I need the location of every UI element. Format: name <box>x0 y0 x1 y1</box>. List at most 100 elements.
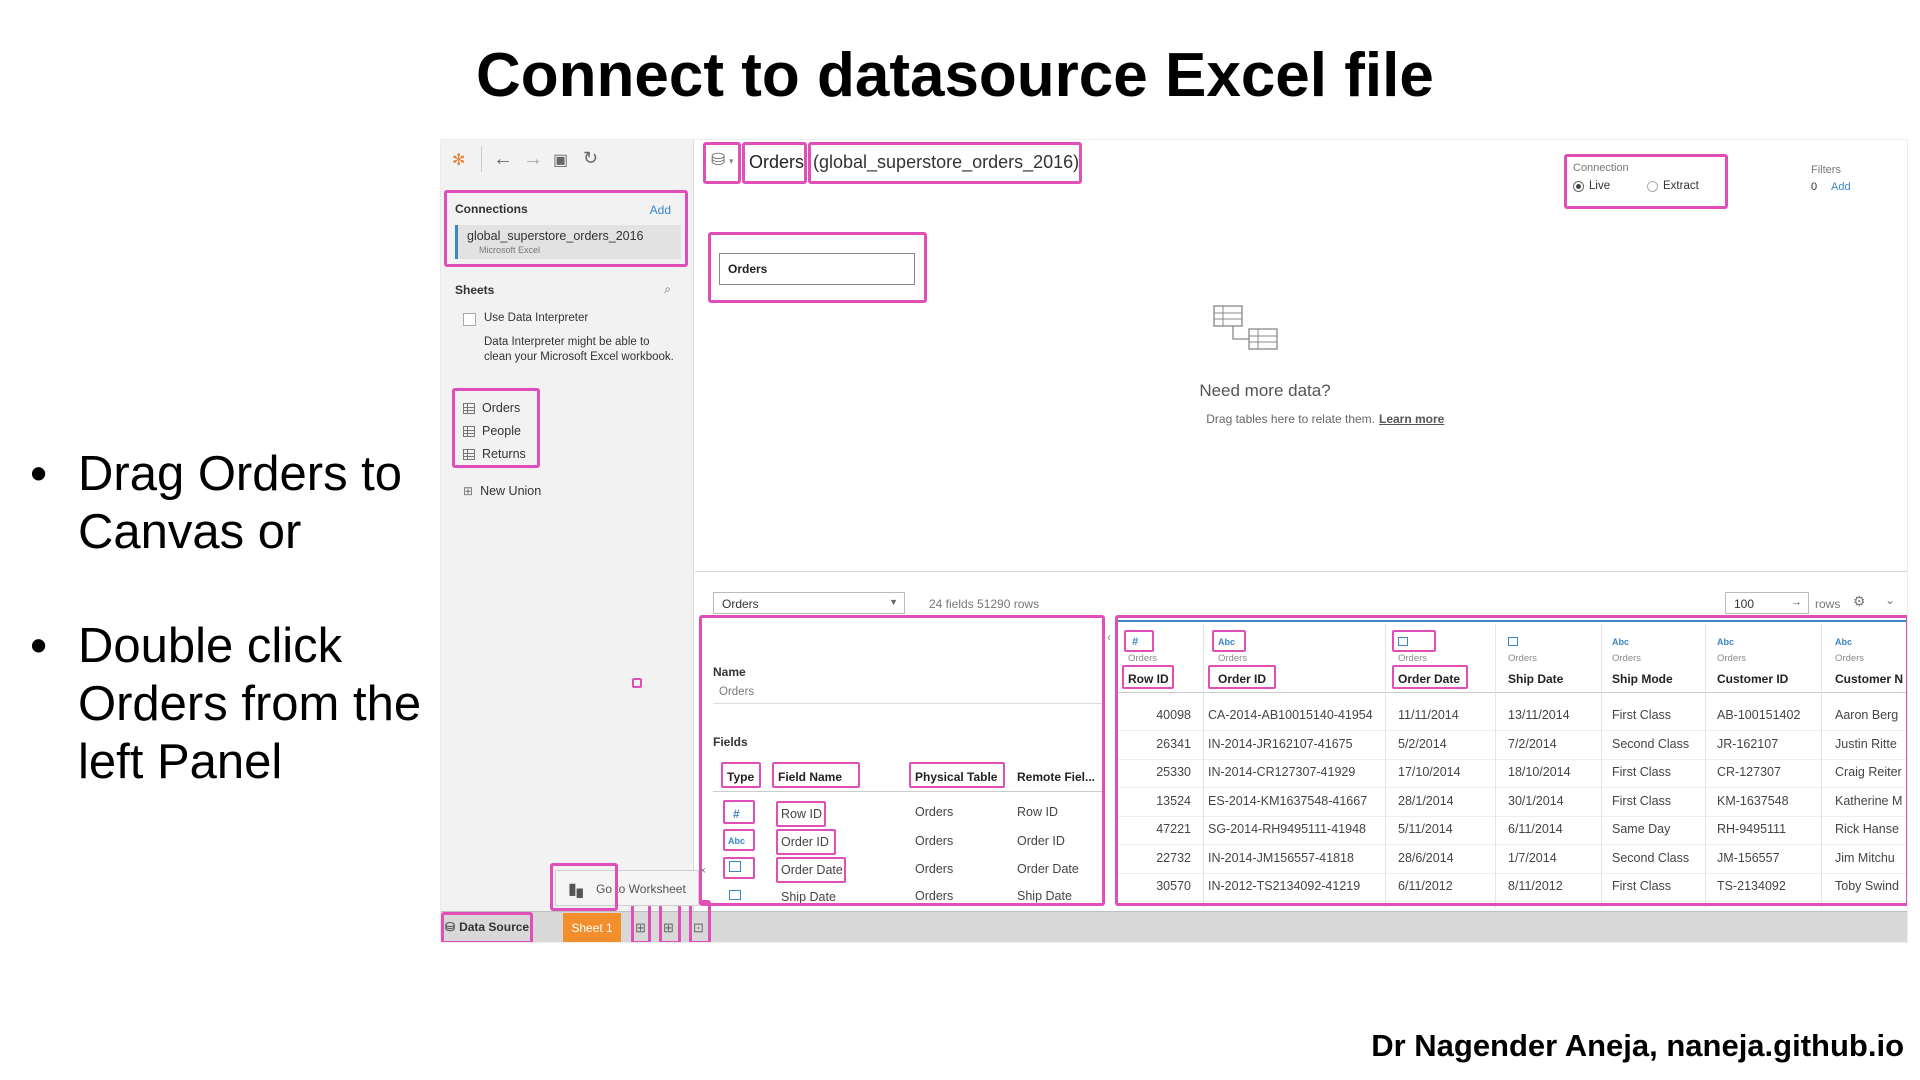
grid-cell: Craig Reiter <box>1835 765 1902 779</box>
string-type-icon[interactable]: Abc <box>1835 637 1853 647</box>
grid-top-border <box>1115 620 1907 622</box>
gear-icon[interactable]: ⚙ <box>1853 593 1866 609</box>
sheet-item-people[interactable]: People <box>463 424 521 438</box>
bottom-tab-bar: ⛁ Data Source Sheet 1 ⊞ ⊞ ⊡ <box>441 898 1907 942</box>
remote-field-cell: Ship Date <box>1017 889 1072 903</box>
string-type-icon[interactable]: Abc <box>1218 637 1236 647</box>
connection-name: global_superstore_orders_2016 <box>467 229 644 243</box>
grid-cell: Justin Ritte <box>1835 736 1897 751</box>
string-type-icon[interactable]: Abc <box>1717 637 1735 647</box>
col-physical-table[interactable]: Physical Table <box>915 770 998 784</box>
number-type-icon[interactable]: # <box>733 807 740 821</box>
grid-cell: 22732 <box>1156 850 1191 865</box>
grid-cell: IN-2012-TS2134092-41219 <box>1208 879 1361 893</box>
relate-tables-icon <box>1213 305 1283 363</box>
grid-cell: 1/7/2014 <box>1508 850 1557 865</box>
interpreter-label: Use Data Interpreter <box>484 312 589 324</box>
calendar-icon[interactable] <box>1398 637 1408 646</box>
live-radio[interactable]: Live <box>1573 180 1610 192</box>
table-select[interactable]: Orders ▼ <box>713 592 905 614</box>
grid-cell: Jim Mitchu <box>1835 850 1895 865</box>
field-name-cell[interactable]: Ship Date <box>781 890 836 904</box>
grid-cell: 11/11/2014 <box>1398 708 1459 722</box>
column-header[interactable]: Order Date <box>1398 672 1461 686</box>
database-icon[interactable]: ⛁ <box>711 150 726 169</box>
column-header[interactable]: Ship Mode <box>1612 672 1673 686</box>
rows-input[interactable]: 100 → <box>1725 592 1809 614</box>
col-field-name[interactable]: Field Name <box>778 770 843 784</box>
new-story-icon[interactable]: ⊡ <box>693 920 704 935</box>
col-type: Type <box>727 770 755 784</box>
calendar-icon[interactable] <box>729 890 741 900</box>
grid-cell: 5/11/2014 <box>1398 822 1453 836</box>
name-label: Name <box>713 665 746 679</box>
new-union-item[interactable]: ⊞ New Union <box>463 484 541 498</box>
forward-arrow-icon[interactable]: → <box>523 148 543 170</box>
sheet1-tab[interactable]: Sheet 1 <box>563 913 621 942</box>
search-icon[interactable]: ⌕ <box>664 282 671 296</box>
canvas-table-orders[interactable]: Orders <box>719 253 915 285</box>
column-divider <box>1495 624 1496 908</box>
highlight-box <box>1124 630 1154 652</box>
bullet-item: Drag Orders to Canvas or <box>30 445 430 561</box>
col-remote-field[interactable]: Remote Fiel... <box>1017 770 1096 784</box>
grid-cell: AB-100151402 <box>1717 708 1801 722</box>
go-to-worksheet-tooltip[interactable]: ▮▖ Go to Worksheet × <box>555 865 706 906</box>
sheet-label: People <box>482 424 521 438</box>
chevron-down-icon[interactable]: ▾ <box>729 156 734 166</box>
sheet-item-orders[interactable]: Orders <box>463 401 520 415</box>
grid-cell: Aaron Berg <box>1835 708 1899 722</box>
column-header[interactable]: Customer ID <box>1717 672 1789 686</box>
string-type-icon[interactable]: Abc <box>1612 637 1630 647</box>
close-icon[interactable]: × <box>699 865 706 877</box>
save-icon[interactable]: ▣ <box>553 152 569 169</box>
column-header[interactable]: Ship Date <box>1508 672 1564 686</box>
calendar-icon[interactable] <box>1508 637 1518 646</box>
field-name-cell[interactable]: Order Date <box>781 863 843 877</box>
new-worksheet-icon[interactable]: ⊞ <box>635 920 646 935</box>
refresh-icon[interactable]: ↻ <box>583 148 599 168</box>
field-name-cell[interactable]: Row ID <box>781 807 822 821</box>
filters-add-link[interactable]: Add <box>1831 181 1851 193</box>
chevron-down-icon[interactable]: ⌄ <box>1885 593 1896 607</box>
interpreter-checkbox[interactable] <box>463 313 476 326</box>
connection-type: Microsoft Excel <box>479 245 541 255</box>
new-union-label: New Union <box>480 484 542 498</box>
grid-cell: Second Class <box>1612 850 1690 865</box>
data-source-tab[interactable]: ⛁ Data Source <box>445 920 529 934</box>
column-header[interactable]: Row ID <box>1128 672 1169 686</box>
fields-info: 24 fields 51290 rows <box>929 597 1040 611</box>
grid-cell: 18/10/2014 <box>1508 765 1571 779</box>
grid-cell: Same Day <box>1612 822 1671 836</box>
table-icon <box>463 425 475 437</box>
row-divider <box>1115 730 1907 731</box>
add-connection-link[interactable]: Add <box>649 203 671 217</box>
back-arrow-icon[interactable]: ← <box>493 148 513 170</box>
column-header[interactable]: Order ID <box>1218 672 1267 686</box>
datasource-title[interactable]: Orders <box>749 152 805 172</box>
learn-more-link[interactable]: Learn more <box>1379 412 1445 426</box>
new-dashboard-icon[interactable]: ⊞ <box>663 920 674 935</box>
field-name-cell[interactable]: Order ID <box>781 835 829 849</box>
canvas-table-label: Orders <box>728 262 768 276</box>
sheet-item-returns[interactable]: Returns <box>463 447 526 461</box>
string-type-icon[interactable]: Abc <box>728 836 746 846</box>
number-type-icon[interactable]: # <box>1132 636 1139 648</box>
column-divider <box>1385 624 1386 908</box>
filters-count: 0 <box>1811 181 1818 193</box>
extract-radio[interactable]: Extract <box>1647 180 1699 192</box>
grid-cell: 13524 <box>1156 793 1191 808</box>
header-divider <box>713 791 1103 792</box>
grid-cell: 25330 <box>1156 765 1191 779</box>
grid-cell: 5/2/2014 <box>1398 736 1447 751</box>
column-divider <box>1705 624 1706 908</box>
connection-item[interactable]: global_superstore_orders_2016 Microsoft … <box>455 225 681 259</box>
grid-cell: First Class <box>1612 879 1672 893</box>
rows-value: 100 <box>1734 597 1755 611</box>
tableau-window: ✻ ← → ▣ ↻ Connections Add global_superst… <box>440 139 1908 943</box>
calendar-icon[interactable] <box>729 861 741 872</box>
bullet-item: Double click Orders from the left Panel <box>30 617 430 791</box>
grid-cell: SG-2014-RH9495111-41948 <box>1208 822 1366 836</box>
collapse-icon[interactable]: ‹ <box>1107 630 1111 644</box>
column-header[interactable]: Customer N <box>1835 672 1904 686</box>
